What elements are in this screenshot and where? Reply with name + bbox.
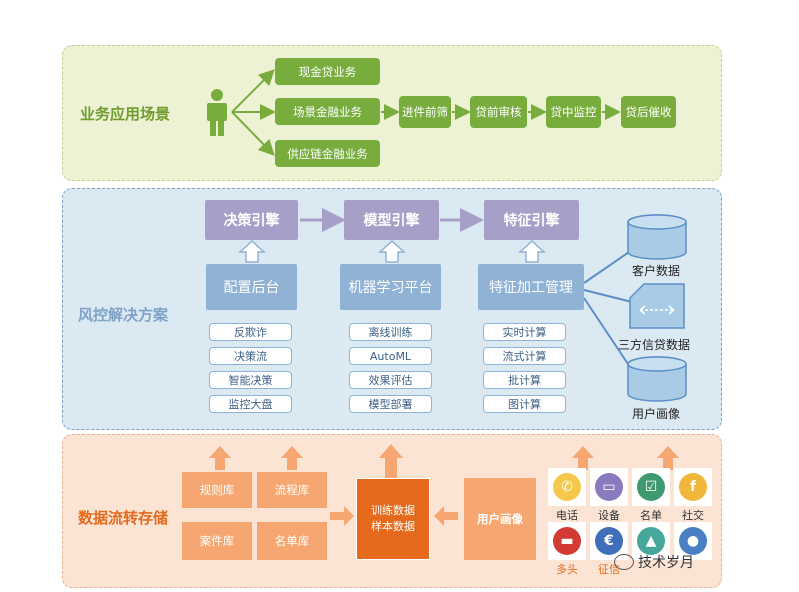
graduation-cap-icon: ▲ xyxy=(632,522,670,560)
up-arrow-feature xyxy=(518,239,546,263)
wechat-icon xyxy=(614,554,634,570)
config-backend-box: 配置后台 xyxy=(206,264,297,310)
arrow-profile-to-training xyxy=(434,506,458,526)
third-party-credit-data-icon xyxy=(629,283,685,329)
flow-pre-loan-review-box: 贷前审核 xyxy=(470,96,527,128)
config-item: 智能决策 xyxy=(209,371,292,389)
config-item: 决策流 xyxy=(209,347,292,365)
config-item: 反欺诈 xyxy=(209,323,292,341)
up-arrow-config xyxy=(238,239,266,263)
checklist-icon: ☑ xyxy=(632,468,670,506)
flow-pre-screen-box: 进件前筛 xyxy=(399,96,451,128)
list-library-box: 名单库 xyxy=(257,522,327,560)
data-source-icon-grid: ✆ ▭ ☑ f 电话 设备 名单 社交 ▬ € ▲ ● 多头 征信 xyxy=(544,466,716,584)
stop-icon: ▬ xyxy=(548,522,586,560)
third-party-credit-data-label: 三方信贷数据 xyxy=(618,338,691,352)
icon-label-social: 社交 xyxy=(682,509,704,522)
decision-engine-box: 决策引擎 xyxy=(205,200,298,240)
risk-solution-title: 风控解决方案 xyxy=(78,306,169,324)
flow-library-box: 流程库 xyxy=(257,472,327,508)
icon-label-multi-lending: 多头 xyxy=(556,563,578,576)
line-to-customer-data xyxy=(583,249,633,284)
up-arrow-rules xyxy=(209,446,231,470)
ml-item: 离线训练 xyxy=(349,323,432,341)
feature-item: 图计算 xyxy=(483,395,566,413)
data-storage-title: 数据流转存储 xyxy=(78,509,169,527)
feature-item: 流式计算 xyxy=(483,347,566,365)
person-icon xyxy=(207,89,227,136)
cash-loan-box: 现金贷业务 xyxy=(275,58,380,85)
facebook-icon: f xyxy=(674,468,712,506)
up-arrow-training xyxy=(379,444,403,478)
ml-platform-box: 机器学习平台 xyxy=(340,264,441,310)
up-arrow-icons-1 xyxy=(572,446,594,470)
config-item: 监控大盘 xyxy=(209,395,292,413)
arrow-to-cash-loan xyxy=(231,69,275,113)
ml-item: AutoML xyxy=(349,347,432,365)
up-arrow-ml xyxy=(378,239,406,263)
feature-engine-box: 特征引擎 xyxy=(484,200,579,240)
customer-data-label: 客户数据 xyxy=(632,264,681,278)
supply-chain-finance-box: 供应链金融业务 xyxy=(275,140,380,167)
line-to-user-profile xyxy=(583,297,633,371)
icon-label-device: 设备 xyxy=(598,509,620,522)
feature-item: 批计算 xyxy=(483,371,566,389)
user-profile-box: 用户画像 xyxy=(464,478,536,560)
business-scenario-title: 业务应用场景 xyxy=(80,105,171,123)
user-profile-database-icon xyxy=(627,356,687,402)
training-sample-data-box: 训练数据 样本数据 xyxy=(356,478,430,560)
phone-icon: ✆ xyxy=(548,468,586,506)
watermark: 技术岁月 xyxy=(614,552,694,572)
icon-label-list: 名单 xyxy=(640,509,662,522)
ml-item: 模型部署 xyxy=(349,395,432,413)
arrow-stores-to-training xyxy=(330,506,354,526)
feature-item: 实时计算 xyxy=(483,323,566,341)
model-engine-box: 模型引擎 xyxy=(344,200,439,240)
user-profile-label: 用户画像 xyxy=(632,407,681,421)
up-arrow-flows xyxy=(281,446,303,470)
ml-item: 效果评估 xyxy=(349,371,432,389)
scene-finance-box: 场景金融业务 xyxy=(275,98,380,125)
sample-data-label: 样本数据 xyxy=(371,520,415,533)
up-arrow-icons-2 xyxy=(657,446,679,470)
arrow-to-supply-chain xyxy=(231,111,275,156)
case-library-box: 案件库 xyxy=(182,522,252,560)
icon-label-phone: 电话 xyxy=(556,509,578,522)
euro-icon: € xyxy=(590,522,628,560)
customer-data-database-icon xyxy=(627,214,687,260)
flow-in-loan-monitor-box: 贷中监控 xyxy=(546,96,601,128)
training-data-label: 训练数据 xyxy=(371,504,415,517)
watermark-text: 技术岁月 xyxy=(638,555,694,571)
user-icon: ● xyxy=(674,522,712,560)
line-to-third-party xyxy=(583,289,633,303)
rule-library-box: 规则库 xyxy=(182,472,252,508)
monitor-icon: ▭ xyxy=(590,468,628,506)
feature-processing-box: 特征加工管理 xyxy=(478,264,584,310)
flow-post-loan-collection-box: 贷后催收 xyxy=(621,96,676,128)
icon-label-credit: 征信 xyxy=(598,563,620,576)
